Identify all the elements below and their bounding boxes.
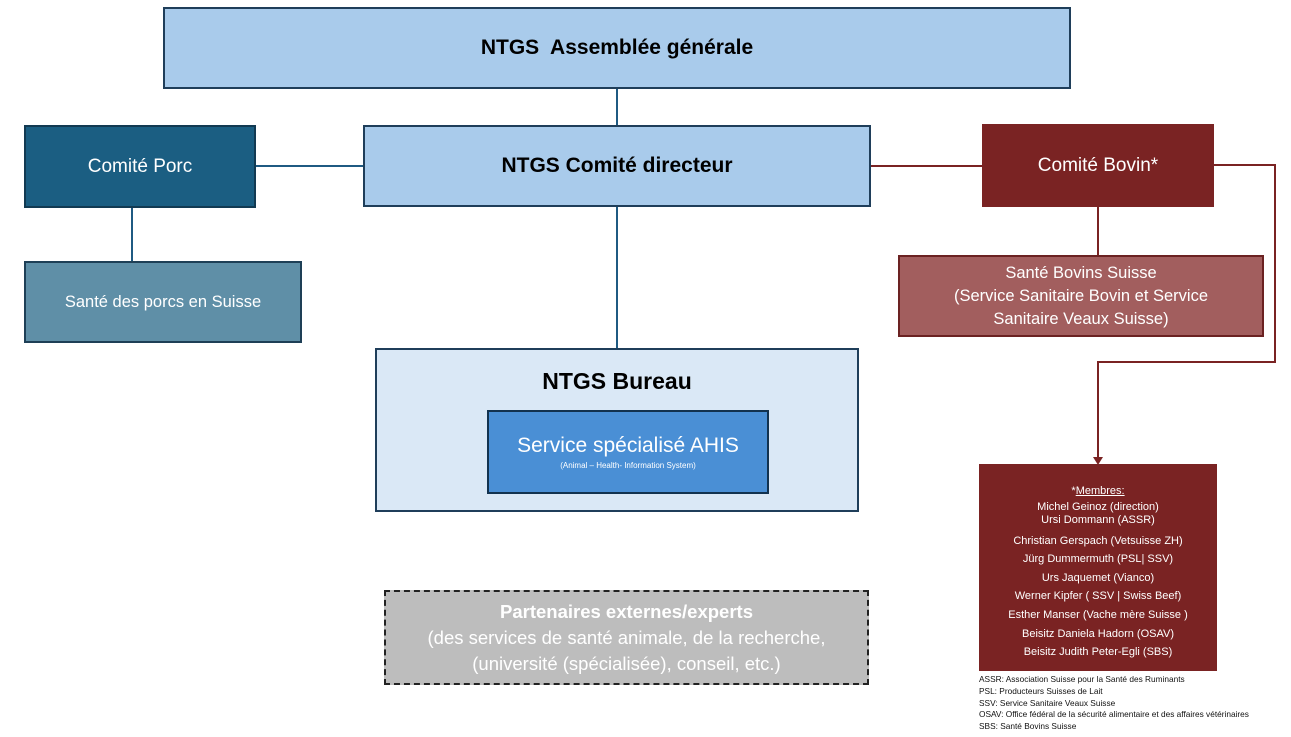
sante-bovins-line: Sanitaire Veaux Suisse) <box>993 309 1169 328</box>
comite-bovin-label: Comité Bovin* <box>1037 154 1159 176</box>
abbreviation-item: SSV: Service Sanitaire Veaux Suisse <box>979 697 1116 708</box>
partenaires-line: (des services de santé animale, de la re… <box>427 626 826 648</box>
connector-bovin-membres <box>1097 164 1276 458</box>
membres-heading-row: *Membres: <box>1071 482 1124 501</box>
partenaires-title: Partenaires externes/experts <box>500 600 753 622</box>
partenaires-line: (université (spécialisée), conseil, etc.… <box>472 652 781 674</box>
membre-item: Christian Gerspach (Vetsuisse ZH) <box>1013 534 1183 547</box>
membres-heading: Membres: <box>1075 485 1125 497</box>
membre-item: Beisitz Daniela Hadorn (OSAV) <box>1021 627 1175 640</box>
abbreviation-item: ASSR: Association Suisse pour la Santé d… <box>979 674 1185 684</box>
membre-item: Beisitz Judith Peter-Egli (SBS) <box>1023 646 1173 659</box>
membre-item: Werner Kipfer ( SSV | Swiss Beef) <box>1014 590 1182 603</box>
ntgs-bureau-title: NTGS Bureau <box>542 368 692 394</box>
sante-bovins-box: Santé Bovins Suisse (Service Sanitaire B… <box>898 255 1264 337</box>
membre-item: Esther Manser (Vache mère Suisse ) <box>1008 608 1188 621</box>
sante-porcs-label: Santé des porcs en Suisse <box>64 292 262 311</box>
sante-bovins-line: Santé Bovins Suisse <box>1005 263 1157 282</box>
membre-item: Urs Jaquemet (Vianco) <box>1041 571 1155 584</box>
membre-item: Jürg Dummermuth (PSL| SSV) <box>1022 553 1174 566</box>
arrowhead-membres <box>1093 457 1103 465</box>
ahis-title: Service spécialisé AHIS <box>517 434 739 457</box>
membre-item: Michel Geinoz (direction) <box>1037 500 1159 513</box>
abbreviation-item: OSAV: Office fédéral de la sécurité alim… <box>979 709 1249 720</box>
sante-bovins-line: (Service Sanitaire Bovin et Service <box>953 286 1209 305</box>
abbreviation-item: SBS: Santé Bovins Suisse <box>979 721 1077 732</box>
comite-bovin-box: Comité Bovin* <box>982 124 1214 207</box>
comite-porc-label: Comité Porc <box>87 155 193 177</box>
comite-directeur-label: NTGS Comité directeur <box>501 154 733 177</box>
ahis-service-box: Service spécialisé AHIS (Animal – Health… <box>487 410 769 494</box>
comite-porc-box: Comité Porc <box>24 125 256 208</box>
abbreviation-item: PSL: Producteurs Suisses de Lait <box>979 685 1103 696</box>
membres-box: *Membres: Michel Geinoz (direction) Ursi… <box>979 464 1217 671</box>
ntgs-bureau-box: NTGS Bureau Service spécialisé AHIS (Ani… <box>375 348 859 512</box>
partenaires-externes-box: Partenaires externes/experts (des servic… <box>384 590 869 685</box>
abbreviations-legend: ASSR: Association Suisse pour la Santé d… <box>979 674 1291 733</box>
membre-item: Ursi Dommann (ASSR) <box>1041 513 1155 526</box>
membres-asterisk: * <box>1071 485 1076 497</box>
ahis-subtitle: (Animal – Health- Information System) <box>560 461 696 470</box>
assemblee-generale-box: NTGS Assemblée générale <box>163 7 1071 89</box>
sante-porcs-box: Santé des porcs en Suisse <box>24 261 302 343</box>
assemblee-generale-label: NTGS Assemblée générale <box>480 36 754 59</box>
comite-directeur-box: NTGS Comité directeur <box>363 125 871 207</box>
